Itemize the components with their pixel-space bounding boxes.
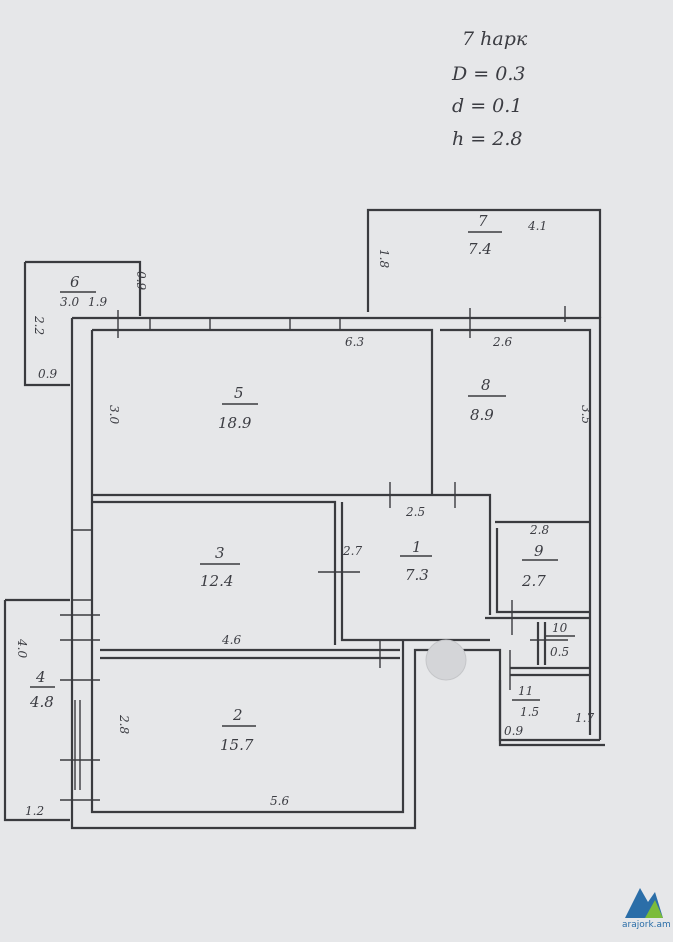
dim-r5-depth: 3.0 bbox=[107, 405, 121, 424]
room-4-id: 4 bbox=[35, 668, 46, 686]
dim-r4-width: 1.2 bbox=[25, 804, 44, 818]
balcony-4 bbox=[3, 598, 70, 822]
room-5-id: 5 bbox=[234, 384, 244, 402]
room-10-id: 10 bbox=[552, 621, 568, 635]
room-1-id: 1 bbox=[412, 538, 422, 556]
room-9-area: 2.7 bbox=[521, 572, 546, 590]
note-floors: 7 hарк bbox=[462, 28, 528, 50]
room-2-id: 2 bbox=[232, 706, 243, 724]
dim-r6-top: 0.9 bbox=[134, 271, 148, 290]
stamp-mark bbox=[425, 639, 467, 681]
dim-r1-width: 2.5 bbox=[405, 505, 425, 519]
dim-r2-width: 5.6 bbox=[270, 794, 289, 808]
room-6-extra: 1.9 bbox=[88, 295, 107, 309]
room-11-wall bbox=[498, 680, 600, 742]
dim-r7-width: 4.1 bbox=[527, 219, 547, 233]
fraction-lines bbox=[30, 231, 575, 727]
dim-3-1-wall: 2.7 bbox=[342, 544, 362, 558]
dim-r6-bottom: 0.9 bbox=[38, 367, 57, 381]
wall-5-3 bbox=[92, 493, 492, 645]
room-10-area: 0.5 bbox=[550, 645, 569, 659]
inner-wall bbox=[90, 328, 592, 814]
note-h: h = 2.8 bbox=[452, 128, 522, 150]
dim-r8-width: 2.6 bbox=[492, 335, 512, 349]
balcony-6 bbox=[23, 260, 142, 387]
room-9-wall bbox=[485, 520, 590, 620]
room-1-area: 7.3 bbox=[405, 566, 429, 584]
windows bbox=[72, 318, 341, 790]
room-3-area: 12.4 bbox=[200, 572, 233, 590]
walls bbox=[3, 208, 605, 830]
room-2-area: 15.7 bbox=[220, 736, 254, 754]
door-ticks bbox=[60, 306, 568, 801]
dim-r7-depth: 1.8 bbox=[377, 249, 391, 268]
room-9-id: 9 bbox=[534, 542, 544, 560]
room-10-wall bbox=[510, 622, 590, 677]
dim-r11-b: 1.7 bbox=[575, 711, 594, 725]
balcony-7 bbox=[366, 208, 602, 318]
dim-r6-side: 2.2 bbox=[32, 315, 46, 335]
dim-r9-width: 2.8 bbox=[529, 523, 549, 537]
room-7-id: 7 bbox=[478, 212, 488, 230]
dim-r2-depth: 2.8 bbox=[117, 714, 131, 734]
room-11-area: 1.5 bbox=[520, 705, 539, 719]
dim-r4-depth: 4.0 bbox=[15, 638, 29, 658]
room-7-area: 7.4 bbox=[468, 240, 492, 258]
room-4-area: 4.8 bbox=[29, 693, 54, 711]
room-8-id: 8 bbox=[481, 376, 491, 394]
room-6-id: 6 bbox=[70, 273, 80, 291]
dim-r8-depth: 3.5 bbox=[579, 405, 593, 424]
wall-3-2 bbox=[100, 648, 400, 660]
note-d: d = 0.1 bbox=[452, 95, 522, 117]
room-5-area: 18.9 bbox=[218, 414, 252, 432]
room-3-id: 3 bbox=[215, 544, 225, 562]
dim-r3-width: 4.6 bbox=[221, 633, 241, 647]
dim-r5-width: 6.3 bbox=[345, 335, 364, 349]
dim-r11-a: 0.9 bbox=[504, 724, 523, 738]
logo-text: arajork.am bbox=[622, 920, 671, 930]
room-8-area: 8.9 bbox=[470, 406, 494, 424]
note-D: D = 0.3 bbox=[451, 63, 525, 85]
room-6-area: 3.0 bbox=[60, 295, 79, 309]
arajork-logo bbox=[625, 888, 663, 918]
room-11-id: 11 bbox=[518, 684, 533, 698]
